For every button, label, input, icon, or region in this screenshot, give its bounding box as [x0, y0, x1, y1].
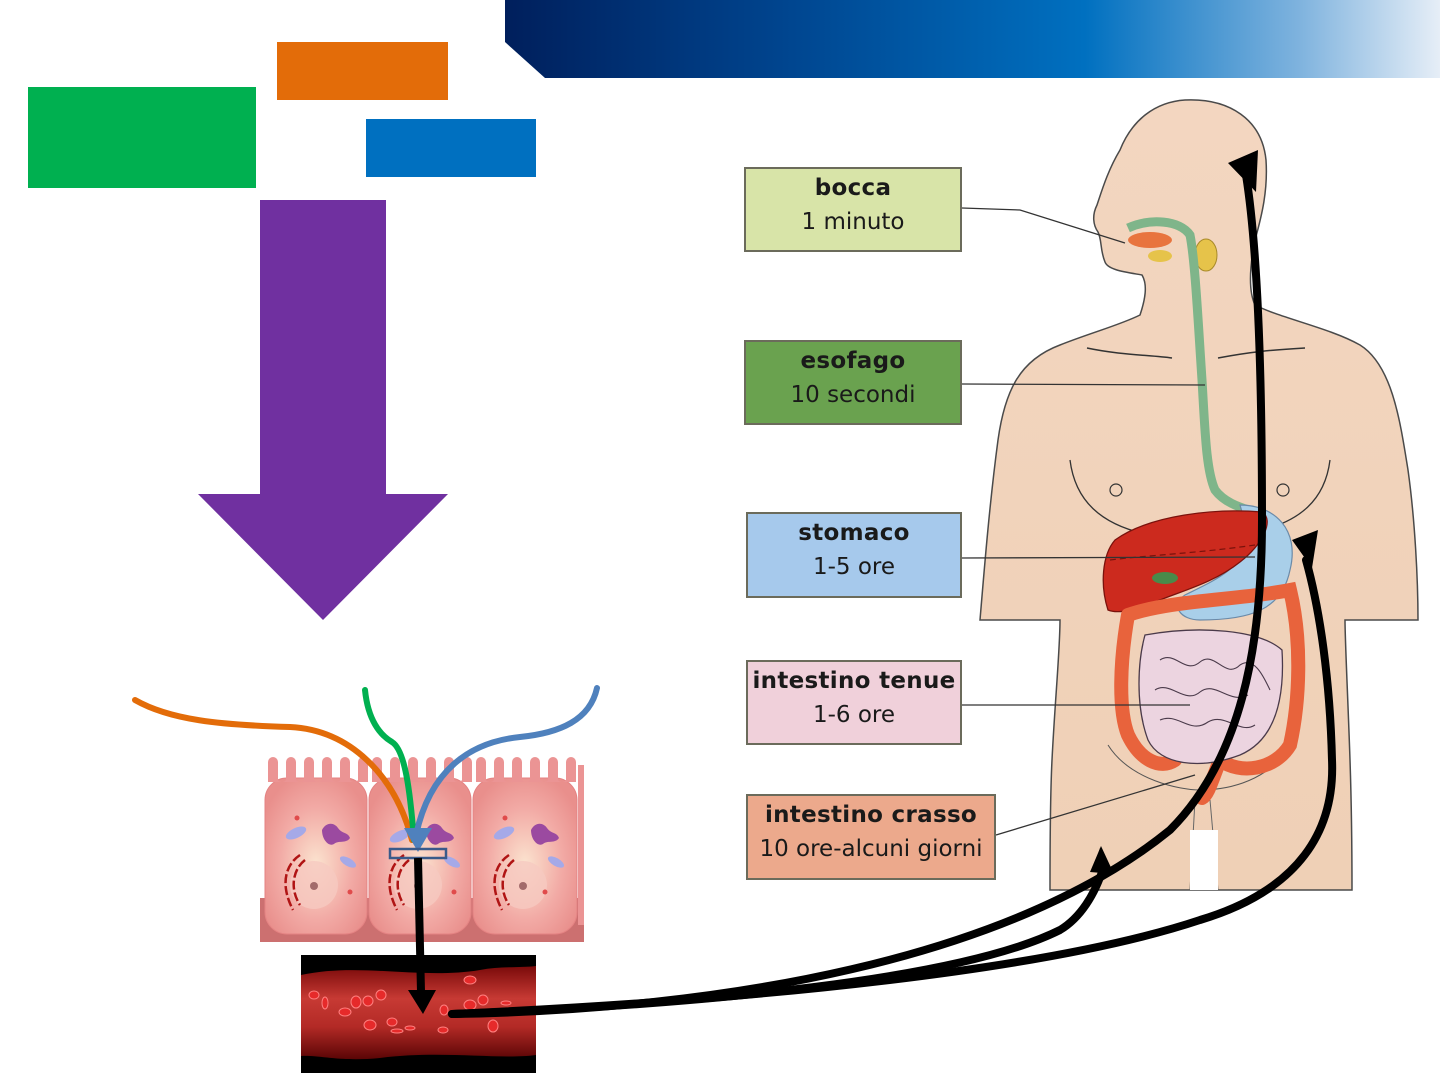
leader-bocca: [961, 207, 1126, 244]
label-esofago: esofago 10 secondi: [744, 340, 962, 425]
blue-block: [366, 119, 536, 177]
orange-block: [277, 42, 448, 100]
green-block: [28, 87, 256, 188]
arrow-to-head: [448, 171, 1267, 1018]
esophagus: [1126, 217, 1274, 524]
label-stomaco: stomaco 1-5 ore: [746, 512, 962, 598]
intestinal-cells: [260, 757, 584, 942]
leader-crasso: [995, 774, 1196, 836]
liver: [1102, 510, 1268, 613]
orange-nutrient-path: [132, 697, 415, 843]
organ-name: intestino crasso: [764, 802, 978, 828]
arrow-to-side: [448, 556, 1337, 1018]
organ-time: 1-6 ore: [812, 702, 896, 728]
header-banner: [505, 0, 1440, 78]
organ-name: esofago: [800, 348, 906, 374]
converge-arrowhead-icon: [404, 828, 432, 852]
blood-vessel: [301, 955, 536, 1073]
side-arrowhead-icon: [1292, 530, 1318, 568]
cell-left: [264, 757, 368, 935]
label-bocca: bocca 1 minuto: [744, 167, 962, 252]
organ-name: intestino tenue: [752, 668, 956, 694]
tongue: [1128, 232, 1172, 248]
organ-time: 1-5 ore: [812, 554, 896, 580]
right-nipple: [1276, 483, 1290, 497]
absorption-line: [414, 857, 425, 993]
head-arrowhead-icon: [1228, 150, 1258, 192]
abdomen-arrowhead-fill: [1090, 846, 1114, 874]
leader-stomaco: [961, 556, 1256, 559]
left-nipple: [1109, 483, 1123, 497]
blue-nutrient-path: [413, 685, 600, 838]
down-arrow-icon: [198, 200, 448, 620]
leader-esofago: [961, 383, 1206, 386]
organ-time: 10 ore-alcuni giorni: [759, 836, 983, 862]
body-silhouette: [979, 99, 1419, 891]
label-intestino-tenue: intestino tenue 1-6 ore: [746, 660, 962, 745]
cell-right: [472, 757, 578, 935]
distribution-arrows: [448, 171, 1337, 1018]
label-intestino-crasso: intestino crasso 10 ore-alcuni giorni: [746, 794, 996, 880]
leader-lines: [961, 207, 1256, 836]
gallbladder: [1152, 572, 1178, 584]
organ-time: 10 secondi: [790, 382, 916, 408]
green-nutrient-path: [362, 687, 417, 843]
cell-middle: [368, 757, 472, 935]
absorption-arrowhead-icon: [408, 990, 436, 1014]
organ-name: stomaco: [798, 520, 910, 546]
organ-time: 1 minuto: [801, 209, 905, 235]
organ-name: bocca: [814, 175, 892, 201]
